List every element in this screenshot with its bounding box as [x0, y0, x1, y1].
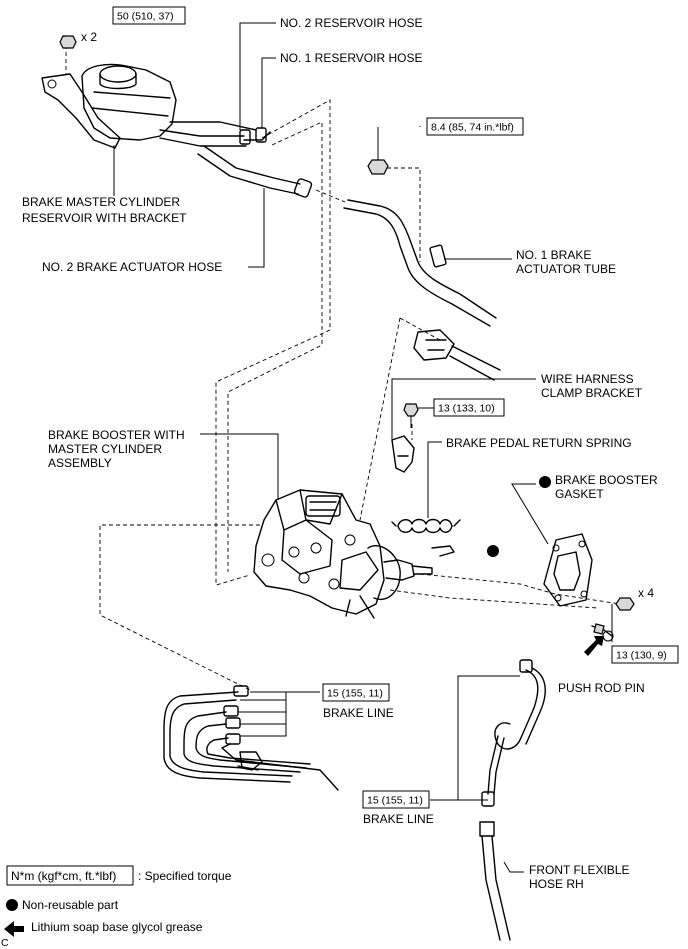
label-no1-tube-line1: NO. 1 BRAKE [516, 248, 591, 262]
brake-booster-assembly [253, 489, 433, 619]
svg-text:13 (133, 10): 13 (133, 10) [438, 403, 495, 415]
label-no1-reservoir-hose: NO. 1 RESERVOIR HOSE [280, 51, 422, 65]
label-gasket-line1: BRAKE BOOSTER [555, 473, 658, 487]
svg-text:15 (155, 11): 15 (155, 11) [327, 688, 383, 700]
alignment-dashed-lines [65, 45, 621, 691]
reservoir-nut [59, 35, 77, 49]
label-return-spring: BRAKE PEDAL RETURN SPRING [446, 436, 632, 450]
torque-spec-brake-line-right: 15 (155, 11) [362, 790, 430, 809]
wire-harness-clamp-bracket [391, 403, 419, 473]
label-harness-line2: CLAMP BRACKET [541, 386, 643, 400]
booster-nut [615, 597, 635, 611]
brake-lines-left [163, 685, 339, 791]
torque-spec-brake-line-left: 15 (155, 11) [322, 683, 390, 702]
legend-grease-text: Lithium soap base glycol grease [31, 920, 203, 934]
svg-text:13 (130, 9): 13 (130, 9) [616, 650, 667, 662]
label-booster-line3: ASSEMBLY [48, 456, 112, 470]
label-flex-hose-line1: FRONT FLEXIBLE [529, 863, 629, 877]
torque-spec-reservoir-nut: 50 (510, 37) [112, 6, 186, 25]
brake-line-right [481, 659, 546, 807]
label-reservoir-line1: BRAKE MASTER CYLINDER [22, 195, 180, 209]
legend: N*m (kgf*cm, ft.*lbf) : Specified torque… [1, 865, 232, 949]
booster-nut-quantity: x 4 [638, 586, 654, 600]
svg-text:50 (510, 37): 50 (510, 37) [117, 11, 174, 23]
brake-master-cylinder-reservoir [41, 63, 313, 198]
label-brake-line-left: BRAKE LINE [323, 706, 394, 720]
brake-pedal-return-spring [391, 518, 461, 557]
legend-torque-box-text: N*m (kgf*cm, ft.*lbf) [11, 869, 116, 883]
legend-torque-text: : Specified torque [138, 869, 232, 883]
corner-mark: C [1, 937, 9, 949]
label-no2-reservoir-hose: NO. 2 RESERVOIR HOSE [280, 16, 422, 30]
front-flexible-hose-rh [479, 821, 511, 941]
legend-non-reusable-text: Non-reusable part [22, 898, 119, 912]
label-flex-hose-line2: HOSE RH [529, 877, 584, 891]
label-harness-line1: WIRE HARNESS [541, 372, 634, 386]
non-reusable-marker-clip [487, 545, 499, 557]
label-no1-tube-line2: ACTUATOR TUBE [516, 262, 616, 276]
label-reservoir-line2: RESERVOIR WITH BRACKET [22, 211, 187, 225]
actuator-connector [413, 329, 501, 381]
torque-spec-booster-nut: 13 (130, 9) [611, 645, 679, 664]
leader-lines [63, 22, 613, 873]
label-booster-line2: MASTER CYLINDER [48, 442, 162, 456]
non-reusable-marker-gasket [539, 476, 551, 488]
brake-booster-gasket [543, 533, 593, 607]
label-push-rod-pin: PUSH ROD PIN [558, 681, 645, 695]
torque-spec-actuator-tube-nut: 8.4 (85, 74 in.*lbf) [426, 117, 524, 136]
svg-text:15 (155, 11): 15 (155, 11) [367, 795, 423, 807]
no1-brake-actuator-tube [343, 159, 497, 327]
label-no2-actuator-hose: NO. 2 BRAKE ACTUATOR HOSE [42, 260, 222, 274]
label-booster-line1: BRAKE BOOSTER WITH [48, 428, 185, 442]
label-brake-line-right: BRAKE LINE [363, 812, 434, 826]
grease-arrow-icon [584, 636, 604, 656]
legend-grease-arrow-icon [4, 921, 24, 937]
legend-non-reusable-icon [6, 899, 18, 911]
torque-spec-harness-bolt: 13 (133, 10) [433, 398, 505, 417]
label-gasket-line2: GASKET [555, 487, 604, 501]
reservoir-nut-quantity: x 2 [81, 30, 97, 44]
svg-text:8.4 (85, 74 in.*lbf): 8.4 (85, 74 in.*lbf) [431, 122, 514, 134]
